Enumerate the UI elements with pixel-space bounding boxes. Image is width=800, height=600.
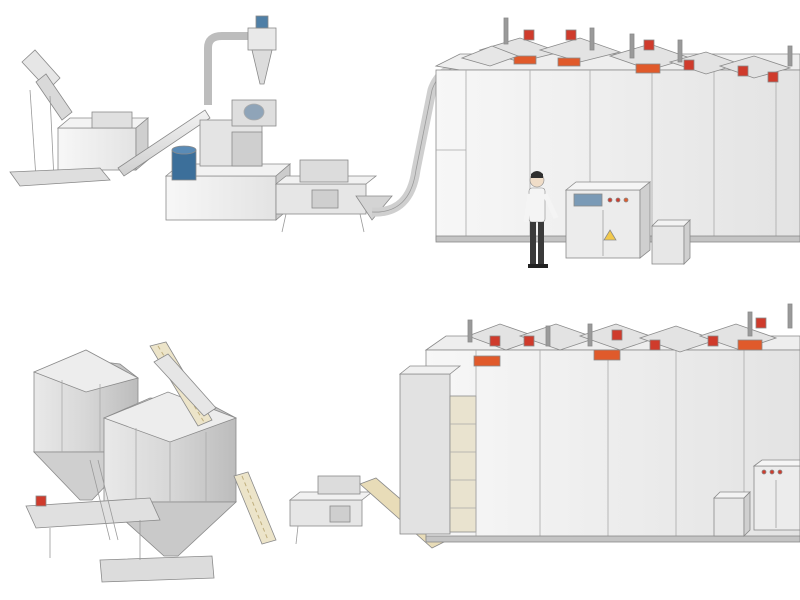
dryer-top-unit (787, 303, 793, 329)
dryer-panel-dividers-lower (450, 350, 745, 540)
control-cabinet (564, 181, 652, 259)
dryer-top-unit (668, 39, 742, 75)
control-cabinet-lower (752, 459, 800, 531)
extruder-with-blue-motor (164, 99, 292, 221)
silo-right (102, 391, 238, 557)
inclined-feeder (153, 353, 217, 417)
dryer-top-unit (578, 323, 658, 361)
lower-line (25, 303, 800, 583)
cyclone-separator (204, 15, 277, 105)
dryer-top-unit (538, 27, 622, 67)
dryer-top-unit (460, 45, 520, 67)
dryer-top-unit (518, 323, 598, 351)
bucket-elevator-center (233, 471, 277, 545)
junction-box (651, 219, 691, 265)
cutting-unit-lower (288, 475, 374, 545)
screw-conveyor (117, 109, 211, 177)
junction-box-lower (713, 491, 751, 537)
dryer-top-units (460, 17, 793, 83)
dryer-top-unit (767, 71, 779, 83)
dryer-top-unit (698, 311, 778, 351)
operator-figure (523, 171, 559, 268)
upper-line (9, 15, 800, 268)
silo-support-frame (25, 459, 215, 583)
cutting-unit (274, 159, 393, 233)
dryer-top-units-lower (466, 303, 793, 367)
